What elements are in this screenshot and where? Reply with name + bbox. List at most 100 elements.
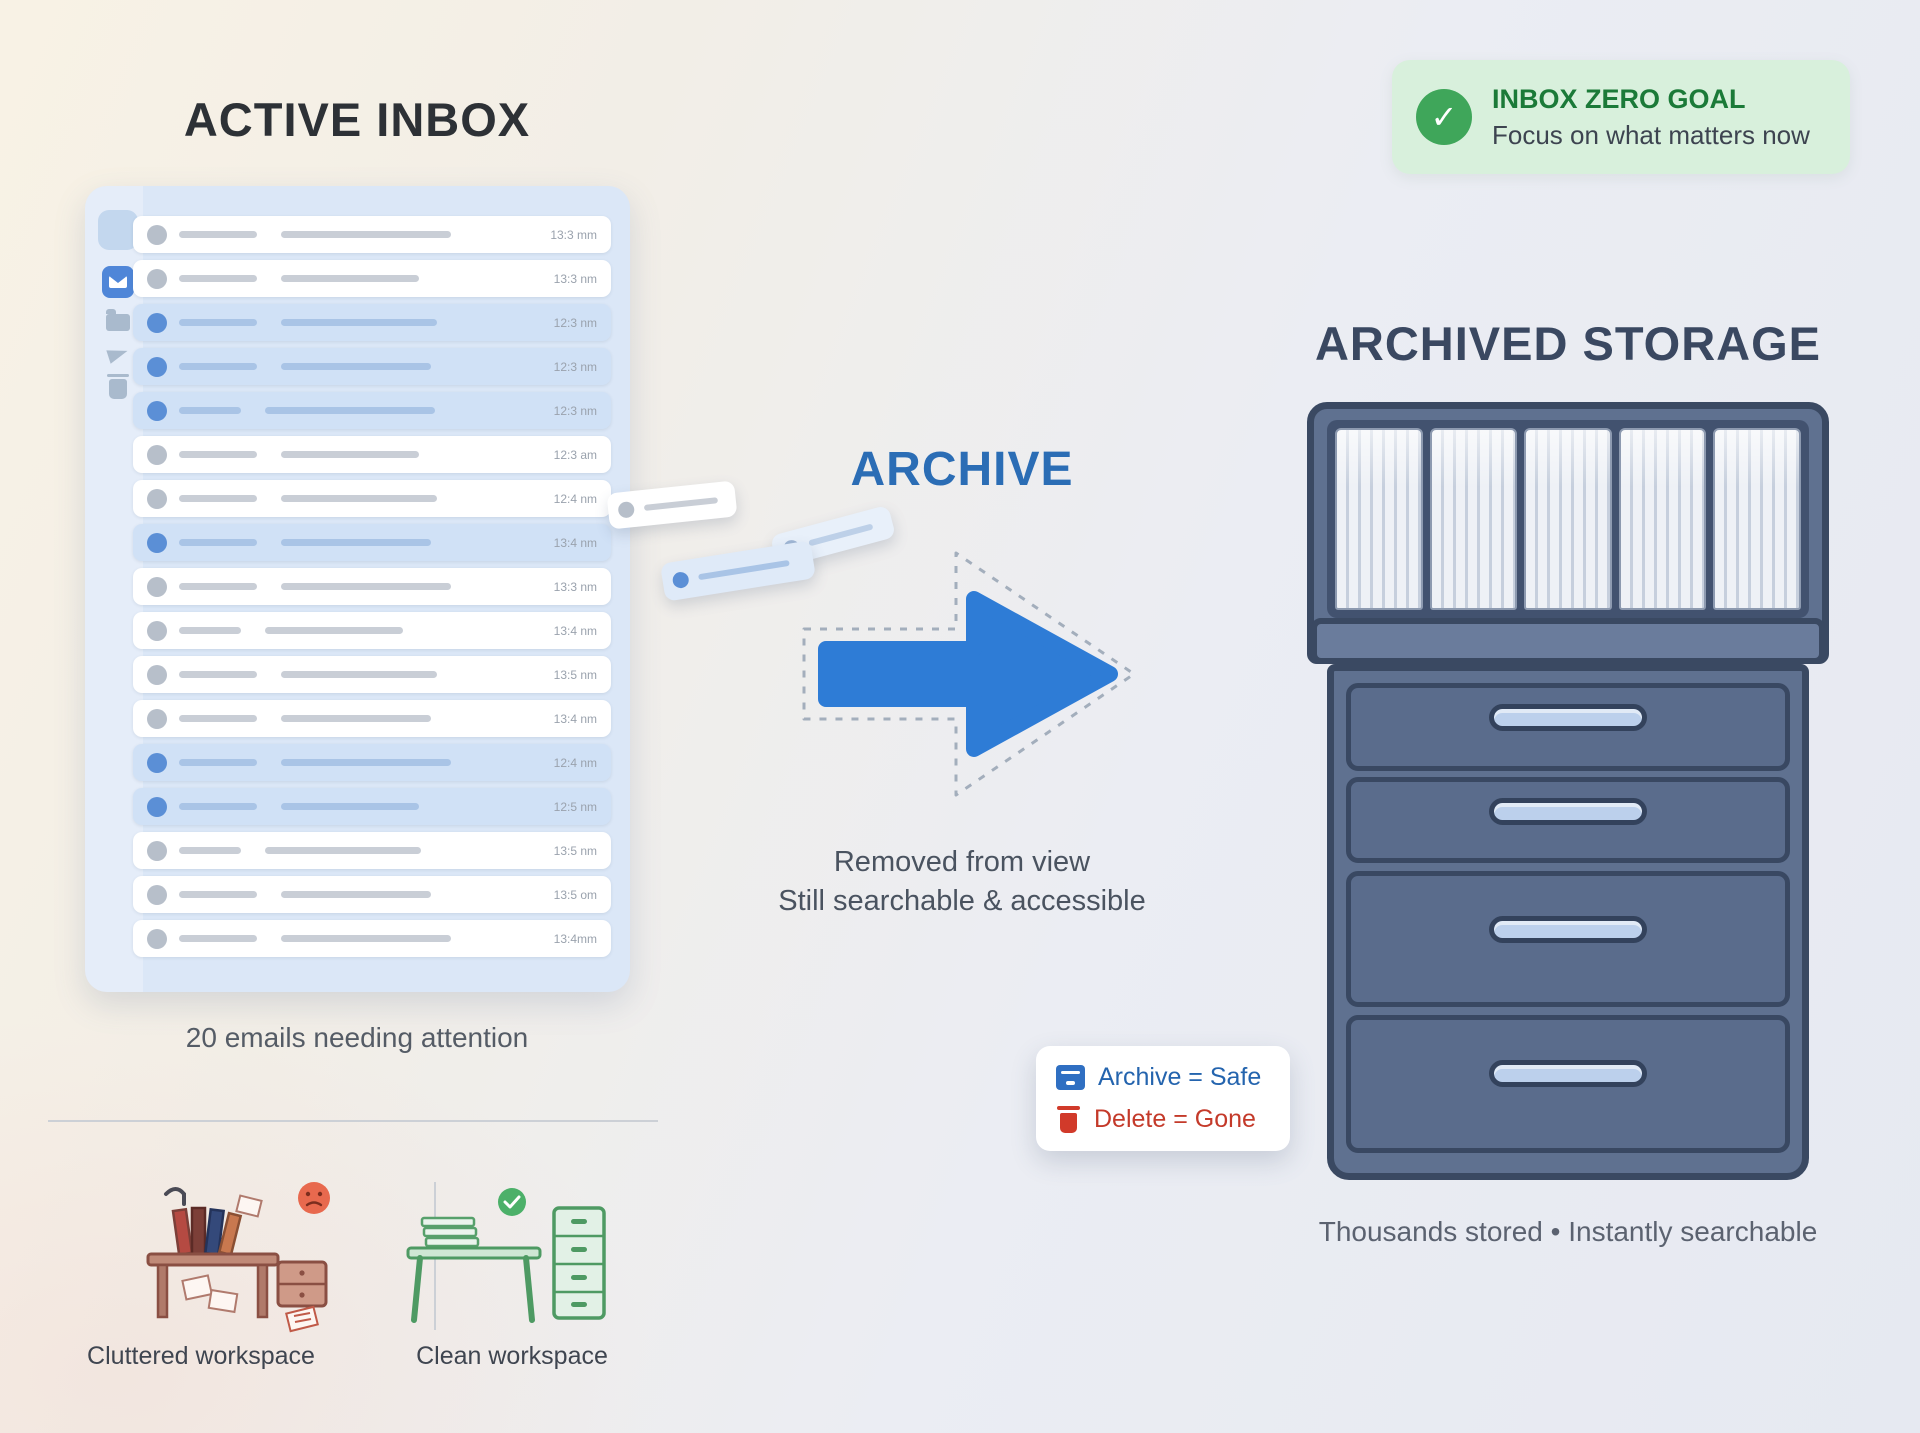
file-stack [1713,428,1801,610]
inbox-panel: 13:3 mm 13:3 nm 12:3 nm 12:3 nm 12:3 nm … [85,186,630,992]
email-time: 13:4 nm [553,711,597,726]
subject-placeholder-bar [265,847,421,854]
folder-icon[interactable] [106,309,130,331]
sender-placeholder-bar [179,627,241,634]
cluttered-workspace-illustration [146,1182,330,1333]
avatar [147,400,167,421]
avatar [147,620,167,641]
email-row[interactable]: 13:4 nm [133,700,611,737]
app-logo-icon [98,210,138,250]
check-icon: ✓ [1416,89,1472,145]
legend-delete-label: Delete = Gone [1094,1105,1256,1133]
sender-placeholder-bar [179,759,257,766]
avatar [147,576,167,597]
cabinet-drawer[interactable] [1346,777,1790,863]
email-row[interactable]: 12:3 nm [133,304,611,341]
sender-placeholder-bar [179,671,257,678]
drawer-handle[interactable] [1489,1060,1647,1087]
send-icon[interactable] [106,344,130,364]
inbox-caption: 20 emails needing attention [185,1022,529,1053]
cluttered-workspace-label: Cluttered workspace [87,1342,315,1370]
legend-archive-label: Archive = Safe [1098,1063,1262,1091]
sender-placeholder-bar [179,363,257,370]
storage-caption: Thousands stored • Instantly searchable [1318,1216,1818,1247]
archive-note-line2: Still searchable & accessible [778,885,1146,918]
email-row[interactable]: 13:4 nm [133,612,611,649]
email-row[interactable]: 13:5 nm [133,832,611,869]
subject-placeholder-bar [281,715,431,722]
clean-workspace-illustration [406,1188,606,1323]
email-row[interactable]: 12:3 nm [133,348,611,385]
email-row[interactable]: 12:5 nm [133,788,611,825]
email-row[interactable]: 13:5 nm [133,656,611,693]
avatar [147,312,167,333]
email-row[interactable]: 13:3 mm [133,216,611,253]
legend-delete-row: Delete = Gone [1056,1105,1270,1134]
sender-placeholder-bar [179,407,241,414]
archive-note: Removed from view Still searchable & acc… [778,843,1146,921]
sender-placeholder-bar [179,319,257,326]
subject-placeholder-bar [281,275,419,282]
email-row[interactable]: 13:5 om [133,876,611,913]
drawer-handle[interactable] [1489,704,1647,731]
subject-placeholder-bar [281,231,451,238]
avatar [671,570,690,590]
avatar [147,840,167,861]
sender-placeholder-bar [179,935,257,942]
email-time: 12:4 nm [553,491,597,506]
file-stack [1429,428,1518,610]
subject-placeholder-bar [281,759,451,766]
avatar [147,752,167,773]
sender-placeholder-bar [179,539,257,546]
email-row[interactable]: 12:4 nm [133,480,611,517]
email-row[interactable]: 12:3 am [133,436,611,473]
cabinet-drawer[interactable] [1346,871,1790,1007]
email-row[interactable]: 13:4 nm [133,524,611,561]
email-time: 12:3 nm [553,315,597,330]
email-time: 12:3 am [553,447,597,462]
email-time: 13:3 mm [550,227,597,242]
email-time: 13:4 nm [553,623,597,638]
archive-note-line1: Removed from view [833,846,1091,878]
email-time: 13:5 nm [553,843,597,858]
drawer-handle[interactable] [1489,916,1647,943]
email-time: 13:5 om [553,887,597,902]
horizontal-divider [48,1120,658,1122]
email-row[interactable]: 12:4 nm [133,744,611,781]
avatar [617,501,636,519]
subject-placeholder-bar [281,935,451,942]
archive-box-icon [1056,1065,1085,1090]
subject-placeholder-bar [281,803,419,810]
cabinet-drawer[interactable] [1346,683,1790,771]
drawer-handle[interactable] [1489,798,1647,825]
sender-placeholder-bar [179,891,257,898]
email-time: 12:5 nm [553,799,597,814]
sender-placeholder-bar [179,451,257,458]
email-row[interactable]: 13:4mm [133,920,611,957]
filing-cabinet-illustration [1307,402,1829,1180]
cabinet-file-opening [1327,420,1809,618]
subject-placeholder-bar [281,671,437,678]
email-row[interactable]: 13:3 nm [133,260,611,297]
email-row[interactable]: 13:3 nm [133,568,611,605]
trash-icon[interactable] [107,374,129,399]
subject-placeholder-bar [281,451,419,458]
email-row[interactable]: 12:3 nm [133,392,611,429]
inbox-mail-icon[interactable] [102,266,134,298]
legend-archive-row: Archive = Safe [1056,1063,1270,1092]
sender-placeholder-bar [179,495,257,502]
inbox-sidebar [93,210,143,399]
clean-workspace-label: Clean workspace [416,1342,608,1370]
envelope-icon [109,276,127,288]
avatar [147,444,167,465]
email-time: 13:3 nm [553,271,597,286]
active-inbox-title: ACTIVE INBOX [183,93,531,146]
email-list: 13:3 mm 13:3 nm 12:3 nm 12:3 nm 12:3 nm … [133,216,611,964]
avatar [147,268,167,289]
badge-title: INBOX ZERO GOAL [1492,83,1746,114]
subject-placeholder-bar [281,495,437,502]
email-time: 13:3 nm [553,579,597,594]
avatar [147,488,167,509]
text-placeholder-bar [643,497,719,511]
cabinet-drawer[interactable] [1346,1015,1790,1153]
